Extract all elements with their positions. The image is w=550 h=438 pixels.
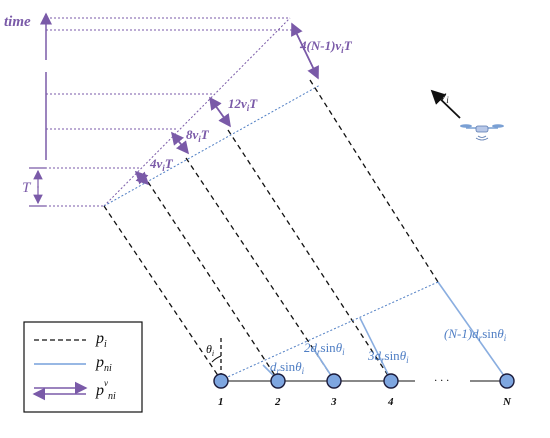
antenna-node-4 xyxy=(383,373,399,389)
antenna-label-2: 2 xyxy=(274,396,281,408)
angle-arc xyxy=(211,355,222,363)
drone-icon xyxy=(460,124,504,141)
delay-label-1: 4viT xyxy=(149,156,174,173)
legend-label-incident: pi xyxy=(95,330,107,350)
delay-label-3: 12viT xyxy=(228,96,258,113)
blue-wavefront-upper xyxy=(103,84,321,207)
antenna-label-3: 3 xyxy=(330,396,337,408)
antenna-node-3 xyxy=(326,373,342,389)
velocity-arrow xyxy=(430,89,461,119)
delay-arrows xyxy=(134,22,319,186)
antenna-node-1 xyxy=(213,373,229,389)
path-diff-label-3: 3drsinθi xyxy=(367,348,409,365)
antenna-node-N xyxy=(499,373,515,389)
legend-label-delay: pvni xyxy=(95,378,116,402)
antenna-nodes xyxy=(213,373,515,389)
path-diff-label-N: (N-1)drsinθi xyxy=(444,326,507,343)
delay-label-2: 8viT xyxy=(186,127,210,144)
legend-label-path-diff: pni xyxy=(95,354,112,374)
period-label: T xyxy=(22,180,32,196)
antenna-label-4: 4 xyxy=(387,396,394,408)
blue-wavefront-lower xyxy=(220,281,439,381)
incident-paths xyxy=(103,79,439,381)
time-axis-label: time xyxy=(4,14,31,30)
angle-label: θi xyxy=(206,342,214,358)
velocity-label: vi xyxy=(440,89,449,105)
legend: pi pni pvni xyxy=(23,321,143,413)
path-diff-label-1: drsinθi xyxy=(270,359,305,376)
path-diff-label-2: 2drsinθi xyxy=(304,340,345,357)
delay-label-N: 4(N-1)viT xyxy=(299,38,353,55)
array-ellipsis: · · · xyxy=(434,373,449,387)
envelope-line xyxy=(103,17,291,207)
antenna-label-N: N xyxy=(502,396,512,408)
antenna-label-1: 1 xyxy=(218,396,224,408)
antenna-node-2 xyxy=(270,373,286,389)
time-guide-lines xyxy=(29,17,300,207)
